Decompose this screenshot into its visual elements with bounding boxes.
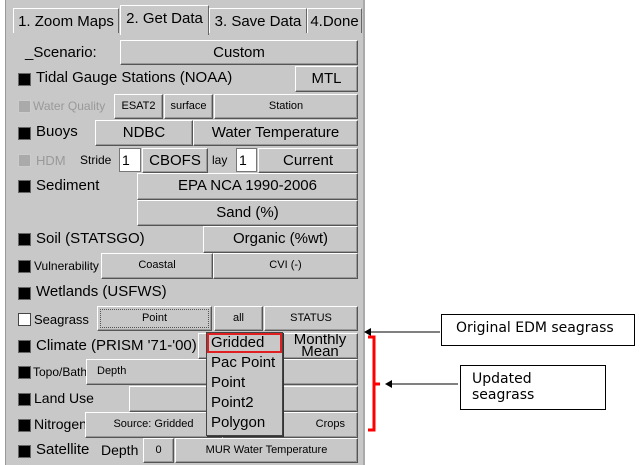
buoys-variable-button[interactable]: Water Temperature <box>193 120 358 146</box>
menu-item-point2[interactable]: Point2 <box>211 394 254 411</box>
topo-label: Topo/Bath <box>33 365 88 379</box>
menu-item-polygon[interactable]: Polygon <box>211 414 266 431</box>
tab-done[interactable]: 4.Done <box>307 8 362 33</box>
buoys-ndbc-button[interactable]: NDBC <box>95 120 193 146</box>
hdm-time-button[interactable]: Current <box>258 148 358 173</box>
arrow-head-icon <box>385 380 392 388</box>
tidal-checkbox[interactable] <box>18 73 31 86</box>
soil-variable-button[interactable]: Organic (%wt) <box>203 226 358 253</box>
seagrass-type-menu: Gridded Pac Point Point Point2 Polygon <box>206 332 283 436</box>
buoys-label: Buoys <box>36 123 78 140</box>
lay-label: lay <box>212 153 228 167</box>
vulnerability-cvi-button[interactable]: CVI (-) <box>213 253 358 279</box>
stride-label: Stride <box>80 153 112 167</box>
nitrogen-source-button[interactable]: Source: Gridded <box>85 412 222 438</box>
tidal-label: Tidal Gauge Stations (NOAA) <box>36 69 233 86</box>
sediment-source-button[interactable]: EPA NCA 1990-2006 <box>137 173 358 200</box>
depth-button[interactable]: 0 <box>143 438 174 463</box>
wetlands-checkbox[interactable] <box>18 287 31 300</box>
sediment-checkbox[interactable] <box>18 180 31 193</box>
tidal-datum-button[interactable]: MTL <box>295 66 358 92</box>
satellite-product-button[interactable]: MUR Water Temperature <box>175 438 358 463</box>
wetlands-label: Wetlands (USFWS) <box>36 283 167 300</box>
annotation-arrows <box>364 328 458 432</box>
climate-label: Climate (PRISM '71-'00) <box>36 337 197 354</box>
landuse-label: Land Use <box>34 390 94 406</box>
tab-save-data[interactable]: 3. Save Data <box>209 8 307 33</box>
wq-station-button[interactable]: Station <box>214 94 358 119</box>
water-quality-checkbox[interactable] <box>18 100 31 113</box>
updated-seagrass-note: Updated seagrass <box>460 365 606 410</box>
seagrass-type-dropdown[interactable]: Point <box>97 306 212 331</box>
landuse-checkbox[interactable] <box>18 393 31 406</box>
menu-item-point[interactable]: Point <box>211 374 246 391</box>
wq-surface-button[interactable]: surface <box>164 94 213 119</box>
soil-checkbox[interactable] <box>18 233 31 246</box>
sediment-variable-button[interactable]: Sand (%) <box>137 200 358 226</box>
buoys-checkbox[interactable] <box>18 127 31 140</box>
hdm-checkbox[interactable] <box>18 154 31 167</box>
nitrogen-checkbox[interactable] <box>18 419 31 432</box>
satellite-label: Satellite <box>36 441 90 458</box>
seagrass-all-button[interactable]: all <box>214 306 263 331</box>
vulnerability-label: Vulnerability <box>34 259 99 273</box>
water-quality-label: Water Quality <box>33 99 106 113</box>
seagrass-label: Seagrass <box>34 312 89 327</box>
menu-item-gridded[interactable]: Gridded <box>207 333 282 353</box>
sediment-label: Sediment <box>36 177 100 194</box>
scenario-button[interactable]: Custom <box>120 40 358 65</box>
menu-item-pac-point[interactable]: Pac Point <box>211 354 276 371</box>
arrow-head-icon <box>364 328 371 336</box>
red-bracket <box>368 335 380 432</box>
satellite-checkbox[interactable] <box>18 445 31 458</box>
topo-checkbox[interactable] <box>18 366 31 379</box>
hdm-label: HDM <box>36 153 66 168</box>
vulnerability-checkbox[interactable] <box>18 260 31 273</box>
tab-get-data[interactable]: 2. Get Data <box>120 5 209 35</box>
lay-input[interactable]: 1 <box>236 148 257 172</box>
scenario-label: _Scenario: <box>25 44 97 61</box>
stride-input[interactable]: 1 <box>119 148 141 172</box>
wq-esat2-button[interactable]: ESAT2 <box>114 94 163 119</box>
original-seagrass-note: Original EDM seagrass <box>441 314 635 346</box>
seagrass-status-button[interactable]: STATUS <box>264 306 358 331</box>
seagrass-checkbox[interactable] <box>18 313 31 326</box>
vulnerability-coastal-button[interactable]: Coastal <box>101 253 213 279</box>
depth-label: Depth <box>101 442 139 458</box>
soil-label: Soil (STATSGO) <box>36 230 145 247</box>
hdm-model-button[interactable]: CBOFS <box>142 148 208 173</box>
climate-checkbox[interactable] <box>18 340 31 353</box>
tab-zoom-maps[interactable]: 1. Zoom Maps <box>13 8 119 33</box>
nitrogen-label: Nitrogen <box>34 416 87 432</box>
